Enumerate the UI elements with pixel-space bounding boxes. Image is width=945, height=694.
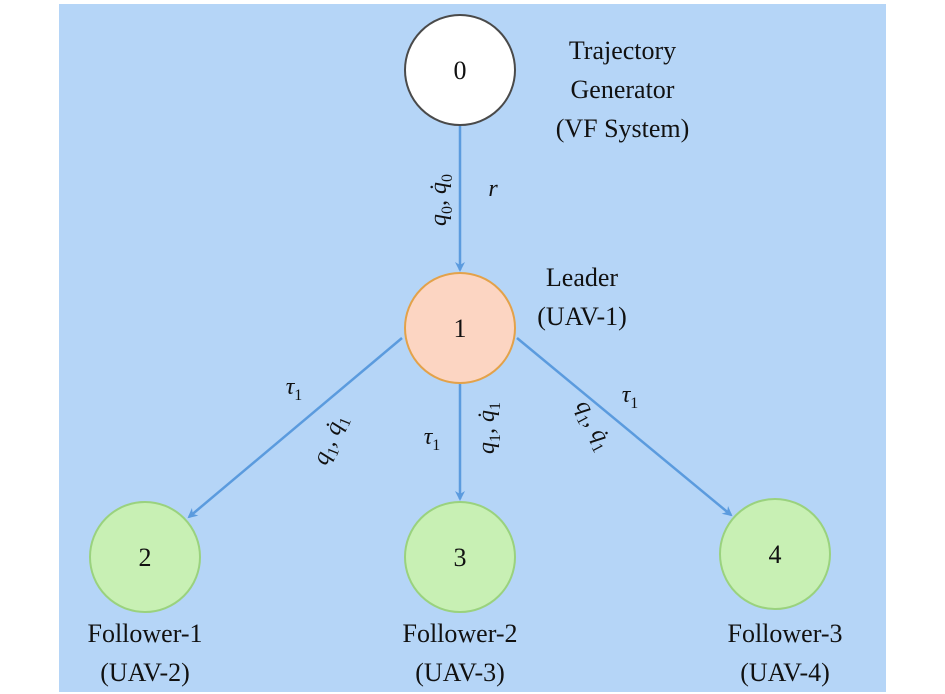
follower-2-caption-line-1: Follower-2 bbox=[402, 619, 518, 648]
node-0-label: 0 bbox=[454, 56, 467, 85]
follower-3-caption-line-1: Follower-3 bbox=[727, 619, 843, 648]
edge-1-4-state-label: q1, q̇1 bbox=[567, 396, 618, 456]
node-1-label: 1 bbox=[454, 314, 467, 343]
node-3-label: 3 bbox=[454, 543, 467, 572]
edge-1-to-2 bbox=[187, 337, 403, 519]
node-follower-3: 4 bbox=[719, 498, 831, 610]
edge-1-to-4 bbox=[516, 337, 733, 517]
follower-1-caption: Follower-1 (UAV-2) bbox=[65, 614, 225, 692]
svg-text:q0, q̇0: q0, q̇0 bbox=[426, 174, 456, 226]
follower-1-caption-line-2: (UAV-2) bbox=[100, 658, 190, 687]
edge-1-2-input-label: τ1 bbox=[286, 374, 303, 404]
follower-2-caption-line-2: (UAV-3) bbox=[415, 658, 505, 687]
leader-caption-line-1: Leader bbox=[545, 263, 619, 292]
generator-caption-line-2: Generator bbox=[570, 75, 675, 104]
svg-text:q1, q̇1: q1, q̇1 bbox=[308, 410, 355, 469]
edge-1-4-input-label: τ1 bbox=[622, 382, 639, 412]
generator-caption-line-1: Trajectory bbox=[568, 36, 677, 65]
leader-caption: Leader (UAV-1) bbox=[512, 258, 652, 336]
edge-0-1-state-label: q0, q̇0 bbox=[426, 174, 456, 226]
generator-caption-line-3: (VF System) bbox=[555, 114, 690, 143]
generator-caption: Trajectory Generator (VF System) bbox=[535, 31, 710, 148]
edge-1-3-input-label: τ1 bbox=[424, 424, 441, 454]
follower-2-caption: Follower-2 (UAV-3) bbox=[377, 614, 543, 692]
node-2-label: 2 bbox=[139, 543, 152, 572]
edge-1-3-state-label: q1, q̇1 bbox=[474, 402, 504, 454]
follower-3-caption: Follower-3 (UAV-4) bbox=[702, 614, 868, 692]
svg-text:q1, q̇1: q1, q̇1 bbox=[474, 402, 504, 454]
leader-caption-line-2: (UAV-1) bbox=[537, 302, 627, 331]
node-follower-1: 2 bbox=[89, 501, 201, 613]
node-trajectory-generator: 0 bbox=[404, 14, 516, 126]
follower-1-caption-line-1: Follower-1 bbox=[87, 619, 203, 648]
node-follower-2: 3 bbox=[404, 501, 516, 613]
edge-0-1-input-label: r bbox=[488, 176, 498, 202]
follower-3-caption-line-2: (UAV-4) bbox=[740, 658, 830, 687]
node-4-label: 4 bbox=[769, 540, 782, 569]
node-leader: 1 bbox=[404, 272, 516, 384]
svg-text:q1, q̇1: q1, q̇1 bbox=[567, 396, 618, 456]
edge-1-2-state-label: q1, q̇1 bbox=[308, 410, 355, 469]
